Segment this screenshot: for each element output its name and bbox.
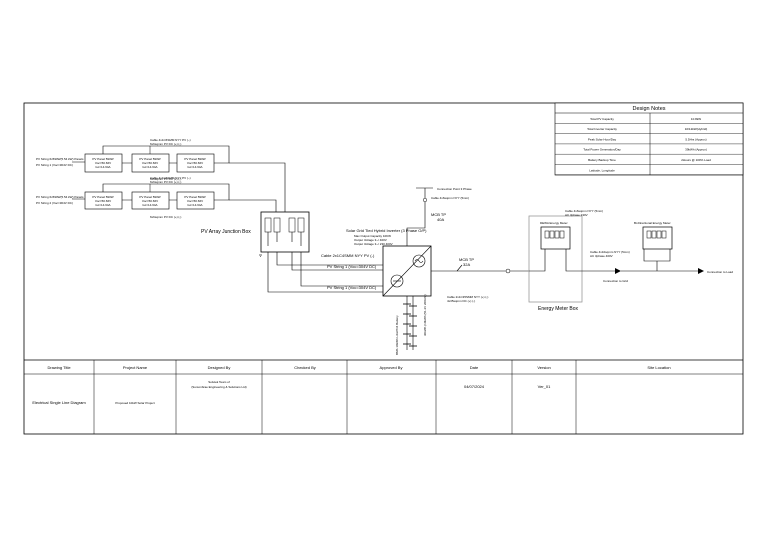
tb-value-designed-by: Solutek Team of(Sunumbrae Engineering & … xyxy=(191,380,246,389)
panel-spec-line: Isc=14.64A xyxy=(95,203,110,207)
design-notes-title: Design Notes xyxy=(632,106,665,112)
meter-box-cable-3: Cable 4x10sqmm NYY (5mm) xyxy=(590,250,630,254)
panel-spec-line: Voc=50.66V xyxy=(95,161,111,165)
design-note-label: Peak Solar Hour/Day xyxy=(588,137,617,141)
tb-header-designed-by: Designed By xyxy=(208,365,231,370)
hybrid-inverter: Solar Grid Tied Hybrid Inverter (3 Phase… xyxy=(346,228,432,297)
main-mcb-rating: 32A xyxy=(463,262,470,267)
tb-header-checked-by: Checked By xyxy=(294,365,316,370)
panel-spec-line: PV Panel 590W xyxy=(92,195,113,199)
panel-spec-line: Voc=50.66V xyxy=(142,161,158,165)
design-note-value: 5.5Hrs (Approx) xyxy=(685,137,706,141)
main-mcb-label: MCB TP xyxy=(459,257,474,262)
pv-string-1-group: PV String 6x590W(5.54 kW) Panels PV Stri… xyxy=(36,138,230,181)
panel-cable-label: 6x6sqmm PV DC (+) (-) xyxy=(150,177,181,181)
panel-spec-line: Isc=14.64A xyxy=(142,203,157,207)
panel-cable-label: 6x6sqmm PV DC (+) (-) xyxy=(150,215,181,219)
tb-header-date: Date xyxy=(470,365,479,370)
panel-spec-line: Voc=50.66V xyxy=(95,199,111,203)
arrow-icon xyxy=(615,268,621,274)
inverter-spec-line: Output Voltage 3~/ 230 400V xyxy=(354,242,393,246)
inverter-string2-in: PV String 1 (Voc=304V DC) xyxy=(327,285,377,290)
tb-value-version: Ver_01 xyxy=(538,384,551,389)
tb-value-date: 04/07/2024 xyxy=(464,384,485,389)
inverter-string1-in: PV String 1 (Voc=304V DC) xyxy=(327,264,377,269)
load-label: Connection to Load xyxy=(707,270,733,274)
panel-spec-line: Voc=50.66V xyxy=(187,161,203,165)
inverter-spec-line: Output Voltage 3~/ 400V xyxy=(354,238,387,242)
string2-label-a: PV String 6x590W(5.54 kW) Panels xyxy=(36,195,84,199)
tb-header-project-name: Project Name xyxy=(123,365,148,370)
inverter-spec-line: Solar Grid Tied Hybrid Inverter (3 Phase… xyxy=(346,228,427,233)
energy-meter-box-label: Energy Meter Box xyxy=(538,306,579,312)
cable-label-top-2: 6x6sqmm PV DC (+) (-) xyxy=(150,142,181,146)
panel-spec-line: Isc=14.64A xyxy=(95,165,110,169)
meter-box-cable-1: Cable 4x6sqmm NYY (5mm) xyxy=(565,209,603,213)
meter-box-cable-4: AC 3phase 400V xyxy=(590,254,613,258)
pv-array-junction-box: PV Array Junction Box xyxy=(201,211,310,257)
design-note-value: 10.8kW xyxy=(691,117,701,121)
battery-side-label: 30kWh (10kWh (51.2V 200Ah)) xyxy=(423,294,427,336)
panel-spec-line: Isc=14.64A xyxy=(187,203,202,207)
junction-box-label: PV Array Junction Box xyxy=(201,229,251,235)
bidirectional-meter-label: Bi-Directional Energy Meter xyxy=(634,221,671,225)
pv-panel xyxy=(176,191,215,210)
tb-header-approved-by: Approved By xyxy=(380,365,403,370)
panel-spec-line: Isc=14.64A xyxy=(187,165,202,169)
inverter-cable-label: Cable 2x1C4SMM NYY PV (-) xyxy=(321,253,375,258)
dewa-meter-label: DEWA Energy Meter xyxy=(540,221,568,225)
pv-panel xyxy=(84,191,123,210)
design-notes-table: Design Notes Total PV Capacity 10.8kW Tota… xyxy=(554,102,744,176)
energy-meter-box: DEWA Energy Meter Cable 4x6sqmm NYY (5mm… xyxy=(528,209,603,312)
string1-label-b: PV String 1 (Voc=304V DC) xyxy=(36,163,73,167)
design-note-label: Latitude, Longitude xyxy=(589,168,615,172)
upper-cable-1: Connection Point 3 Phase xyxy=(437,187,472,191)
design-note-label: Total Inverter Capacity xyxy=(587,127,617,131)
to-grid-label: Connection to Grid xyxy=(603,279,628,283)
tb-value-drawing-title: Electrical Single Line Diagram xyxy=(32,400,86,405)
tb-header-drawing-title: Drawing Title xyxy=(47,365,71,370)
upper-cable-2: Cable 4x6sqmm NYY (5mm) xyxy=(431,196,469,200)
inverter-spec-line: Max Output Capacity 10KW xyxy=(354,234,391,238)
design-note-label: Total Power Generation/Day xyxy=(583,148,621,152)
cable-label-mid-1: Cable 4x1C6SMM NYY PV (–) xyxy=(150,176,191,180)
battery-cable-2: 4x35sqmm DC (+) (-) xyxy=(447,299,475,303)
panel-spec-line: PV Panel 590W xyxy=(184,195,205,199)
arrow-icon xyxy=(698,268,704,274)
panel-spec-line: PV Panel 590W xyxy=(92,157,113,161)
battery-bank: Cable 2x1C35SMM NYY (+) (-) 4x35sqmm DC … xyxy=(395,294,488,355)
cable-label-mid-2: 6x6sqmm PV DC (+) (-) xyxy=(150,180,181,184)
cable-label-top-1: Cable 4x1C6SMM NYY PV (–) xyxy=(150,138,191,142)
panel-spec-line: PV Panel 590W xyxy=(139,157,160,161)
string1-label-a: PV String 6x590W(5.54 kW) Panels xyxy=(36,157,84,161)
panel-spec-line: PV Panel 590W xyxy=(139,195,160,199)
title-block: Drawing Title Project Name Designed By C… xyxy=(24,359,743,434)
battery-cable-1: Cable 2x1C35SMM NYY (+) (-) xyxy=(447,295,488,299)
bi-directional-energy-meter: Bi-Directional Energy Meter Cable 4x10sq… xyxy=(582,221,733,283)
panel-spec-line: Voc=50.66V xyxy=(187,199,203,203)
design-note-value: 10/12kW(Hybrid) xyxy=(685,127,708,131)
design-note-label: Total PV Capacity xyxy=(590,117,614,121)
upper-mcb-label: MCB TP xyxy=(431,212,446,217)
tb-header-version: Version xyxy=(537,365,550,370)
drawing-border xyxy=(23,102,744,435)
tb-header-site-location: Site Location xyxy=(647,365,670,370)
pv-string-2-group: PV String 6x590W(5.54 kW) Panels PV Stri… xyxy=(36,176,230,219)
meter-box-cable-2: AC 3phase 230V xyxy=(565,213,588,217)
design-note-label: Battery Backup Time xyxy=(588,158,616,162)
pv-panel xyxy=(131,191,170,210)
tb-value-project-name: Proposed 10kW Solar Project xyxy=(115,401,155,405)
panel-spec-line: Voc=50.66V xyxy=(142,199,158,203)
string2-label-b: PV String 2 (Voc=304V DC) xyxy=(36,201,73,205)
design-note-value: 2Hours @ 100% Load xyxy=(681,158,711,162)
panel-spec-line: Isc=14.64A xyxy=(142,165,157,169)
upper-mcb-rating: 40A xyxy=(437,217,444,222)
design-note-value: 39kWh (Approx) xyxy=(685,148,707,152)
battery-label: BMS 10kWh LiFePO4 Battery xyxy=(395,315,399,355)
panel-spec-line: PV Panel 590W xyxy=(184,157,205,161)
